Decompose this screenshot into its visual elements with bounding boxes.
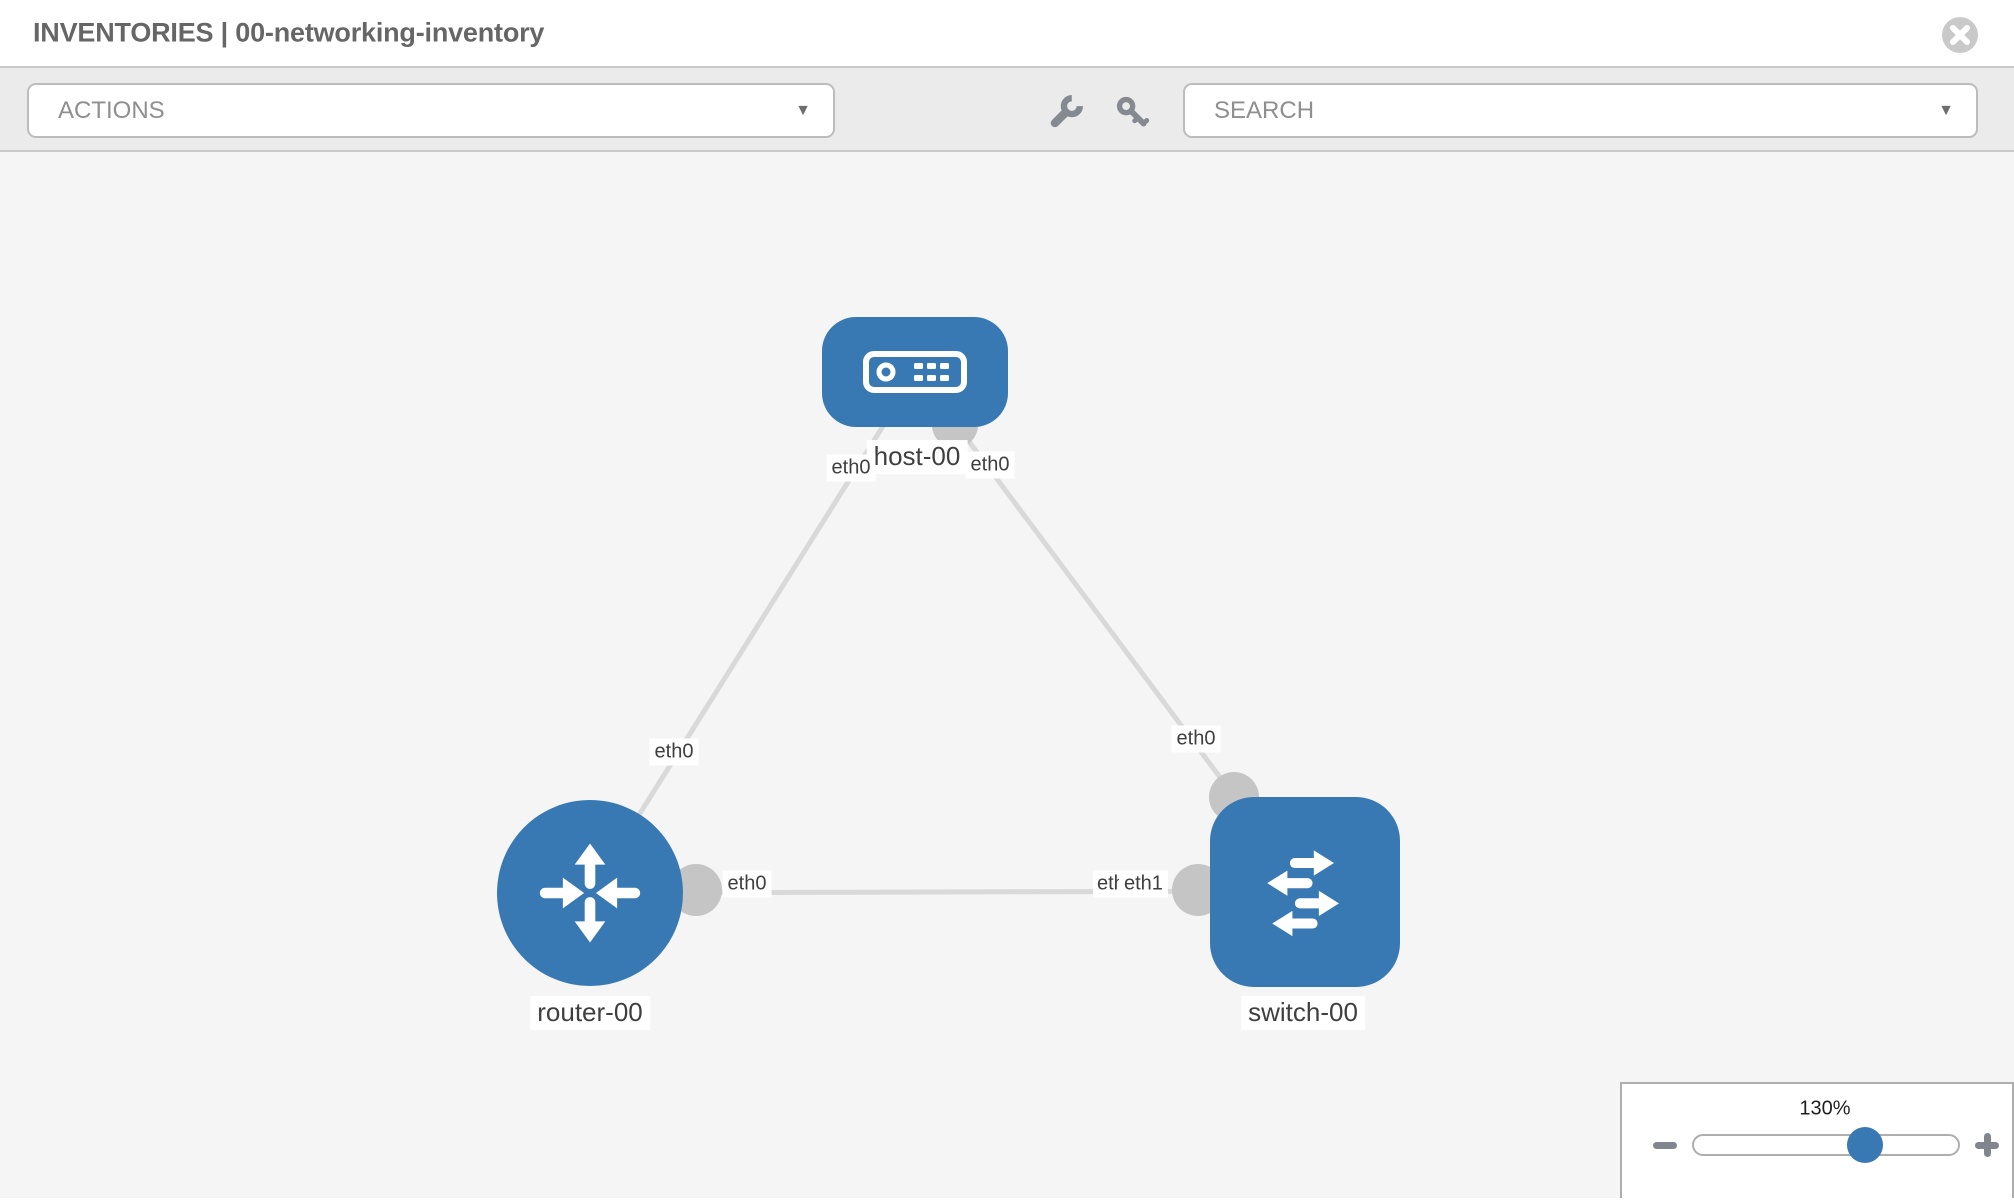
node-label-host[interactable]: host-00 bbox=[866, 440, 968, 474]
actions-dropdown-label: ACTIONS bbox=[58, 96, 165, 124]
chevron-down-icon: ▼ bbox=[1938, 101, 1954, 119]
zoom-slider-thumb[interactable] bbox=[1847, 1127, 1883, 1163]
zoom-slider-track[interactable] bbox=[1692, 1134, 1960, 1156]
chevron-down-icon: ▼ bbox=[795, 101, 811, 119]
iface-label-router-to-switch: eth0 bbox=[722, 870, 772, 898]
search-dropdown[interactable]: SEARCH ▼ bbox=[1183, 83, 1978, 138]
close-icon bbox=[1942, 17, 1978, 53]
node-host-00[interactable] bbox=[822, 317, 1008, 427]
iface-label-router-to-host: eth0 bbox=[649, 738, 699, 766]
router-arrows-icon bbox=[539, 843, 641, 943]
key-icon bbox=[1116, 96, 1150, 127]
zoom-out-button[interactable] bbox=[1650, 1130, 1680, 1160]
page-title: INVENTORIES | 00-networking-inventory bbox=[33, 17, 545, 48]
credentials-button[interactable] bbox=[1115, 95, 1151, 131]
node-label-switch[interactable]: switch-00 bbox=[1241, 996, 1365, 1030]
links-layer bbox=[587, 370, 1308, 916]
iface-label-switch-to-host: eth0 bbox=[1171, 725, 1221, 753]
iface-label-switch-to-router: eth1 bbox=[1119, 870, 1168, 898]
server-icon bbox=[863, 351, 967, 393]
minus-icon bbox=[1653, 1141, 1677, 1149]
node-router-00[interactable] bbox=[497, 800, 683, 986]
search-dropdown-label: SEARCH bbox=[1214, 96, 1315, 124]
switch-arrows-icon bbox=[1267, 850, 1340, 937]
configure-button[interactable] bbox=[1047, 95, 1083, 131]
wrench-icon bbox=[1050, 95, 1083, 128]
close-button[interactable] bbox=[1940, 15, 1980, 55]
zoom-panel: 130% bbox=[1620, 1082, 2014, 1198]
iface-label-host-to-switch: eth0 bbox=[965, 451, 1015, 479]
plus-icon bbox=[1983, 1133, 1991, 1157]
node-label-router[interactable]: router-00 bbox=[530, 996, 650, 1030]
iface-label-host-to-router: eth0 bbox=[826, 454, 876, 482]
header: INVENTORIES | 00-networking-inventory bbox=[0, 0, 2014, 68]
actions-dropdown[interactable]: ACTIONS ▼ bbox=[27, 83, 835, 138]
topology-canvas[interactable]: host-00 router-00 switch-00 eth0 eth0 et… bbox=[0, 152, 2014, 1198]
node-switch-00[interactable] bbox=[1210, 797, 1400, 987]
zoom-level: 130% bbox=[1799, 1097, 1851, 1120]
zoom-in-button[interactable] bbox=[1972, 1130, 2002, 1160]
port-router-eth0[interactable] bbox=[670, 864, 722, 916]
toolbar: ACTIONS ▼ SEARCH ▼ bbox=[0, 68, 2014, 152]
